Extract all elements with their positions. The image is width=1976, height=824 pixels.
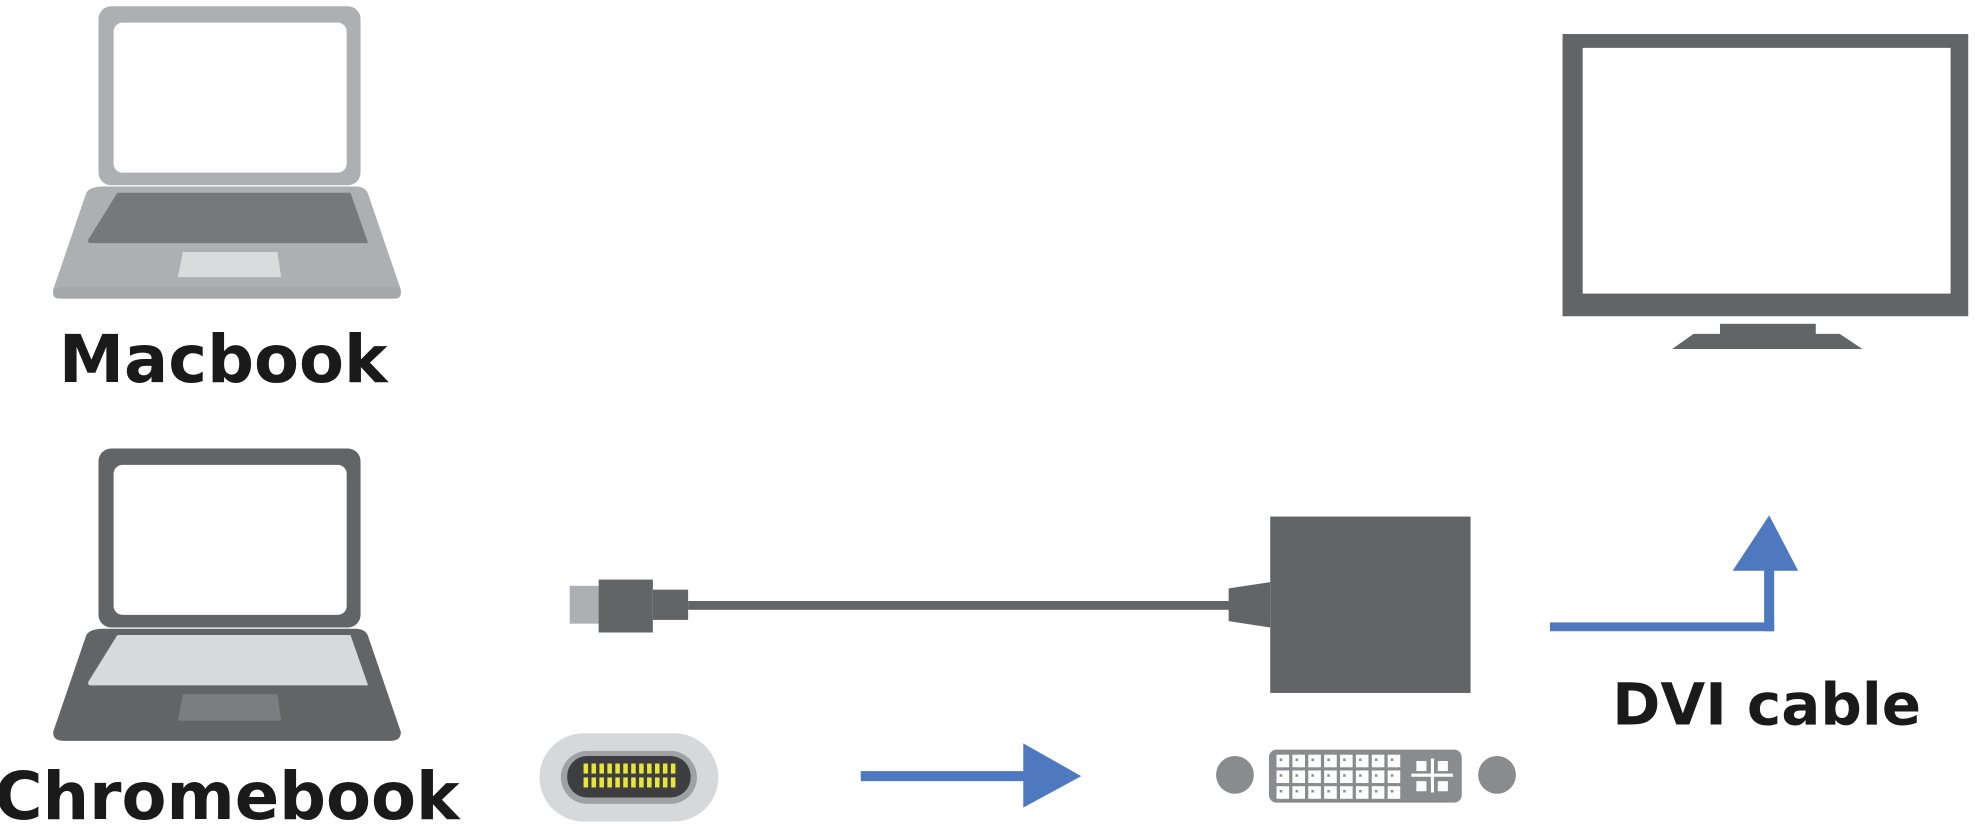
usb-pin xyxy=(583,763,589,774)
dvi-pin xyxy=(1371,770,1385,784)
dvi-pin-dot xyxy=(1390,758,1394,762)
dvi-pin xyxy=(1371,786,1385,799)
dvi-pin-dot xyxy=(1311,774,1314,777)
dvi-pin-dot xyxy=(1374,758,1378,762)
chromebook-laptop-icon xyxy=(53,448,401,741)
usb-pin xyxy=(599,777,604,788)
macbook-laptop-icon xyxy=(53,6,401,299)
dvi-pin-dot xyxy=(1327,758,1330,762)
dvi-pin-dot xyxy=(1359,789,1362,793)
dvi-pin-dot xyxy=(1279,789,1283,793)
usb-pin xyxy=(631,763,636,774)
usb-pin xyxy=(591,777,597,788)
right-arrow-icon xyxy=(860,743,1082,808)
usb-pin xyxy=(607,763,612,774)
dvi-pin-dot xyxy=(1390,774,1394,777)
dvi-pin xyxy=(1276,770,1290,784)
usb-pin xyxy=(670,763,676,774)
dvi-pin xyxy=(1308,754,1321,768)
dvi-pin xyxy=(1355,754,1369,768)
dvi-pin xyxy=(1292,770,1306,784)
usb-pin xyxy=(631,777,636,788)
dvi-pin xyxy=(1340,754,1353,768)
dvi-port-icon xyxy=(1216,749,1516,803)
macbook-label: Macbook xyxy=(59,322,389,398)
usb-pin xyxy=(615,777,620,788)
usb-pin xyxy=(647,763,652,774)
dvi-pin-dot xyxy=(1374,789,1378,793)
dvi-pin xyxy=(1371,754,1385,768)
dvi-pin-dot xyxy=(1343,789,1346,793)
dvi-pin-dot xyxy=(1327,774,1330,777)
dvi-pin-dot xyxy=(1279,758,1283,762)
dvi-pin xyxy=(1355,770,1369,784)
dvi-pin xyxy=(1308,770,1321,784)
usb-pin xyxy=(591,763,597,774)
dvi-pin-dot xyxy=(1359,758,1362,762)
dvi-cable-label: DVI cable xyxy=(1612,670,1921,738)
dvi-pin-dot xyxy=(1311,789,1314,793)
dvi-pin-dot xyxy=(1390,789,1394,793)
dvi-pin xyxy=(1324,770,1337,784)
usb-pin xyxy=(647,777,652,788)
usb-pin xyxy=(662,777,668,788)
chromebook-label: Chromebook xyxy=(0,759,461,824)
dvi-pin xyxy=(1324,786,1337,799)
usb-pin xyxy=(670,777,676,788)
dvi-pin xyxy=(1387,754,1401,768)
dvi-pin xyxy=(1340,786,1353,799)
usb-pin xyxy=(607,777,612,788)
usb-pin xyxy=(615,763,620,774)
dvi-pin-dot xyxy=(1343,758,1346,762)
dvi-pin xyxy=(1276,754,1290,768)
usb-pin xyxy=(623,763,628,774)
dvi-pin-dot xyxy=(1311,758,1314,762)
dvi-pin xyxy=(1387,770,1401,784)
dvi-pin-dot xyxy=(1279,774,1283,777)
usb-pin xyxy=(662,763,668,774)
usb-pin xyxy=(654,777,660,788)
usb-pin xyxy=(654,763,660,774)
dvi-pin-dot xyxy=(1295,789,1299,793)
dvi-pin xyxy=(1292,786,1306,799)
usb-pin xyxy=(599,763,604,774)
dvi-pin-dot xyxy=(1359,774,1362,777)
dvi-pin-dot xyxy=(1295,758,1299,762)
dvi-pin xyxy=(1276,786,1290,799)
dvi-pin xyxy=(1324,754,1337,768)
dvi-pin xyxy=(1355,786,1369,799)
usb-c-port-icon xyxy=(539,733,719,822)
dvi-pin xyxy=(1292,754,1306,768)
usb-c-to-dvi-adapter-icon xyxy=(569,516,1471,693)
dvi-pin-dot xyxy=(1343,774,1346,777)
dvi-pin-dot xyxy=(1295,774,1299,777)
usb-pin xyxy=(639,777,644,788)
dvi-pin xyxy=(1340,770,1353,784)
dvi-pin-dot xyxy=(1374,774,1378,777)
dvi-pin xyxy=(1387,786,1401,799)
usb-pin xyxy=(583,777,589,788)
monitor-icon xyxy=(1562,34,1969,350)
usb-pin xyxy=(639,763,644,774)
dvi-pin-dot xyxy=(1327,789,1330,793)
usb-pin xyxy=(623,777,628,788)
up-arrow-icon xyxy=(1549,515,1799,632)
dvi-pin xyxy=(1308,786,1321,799)
